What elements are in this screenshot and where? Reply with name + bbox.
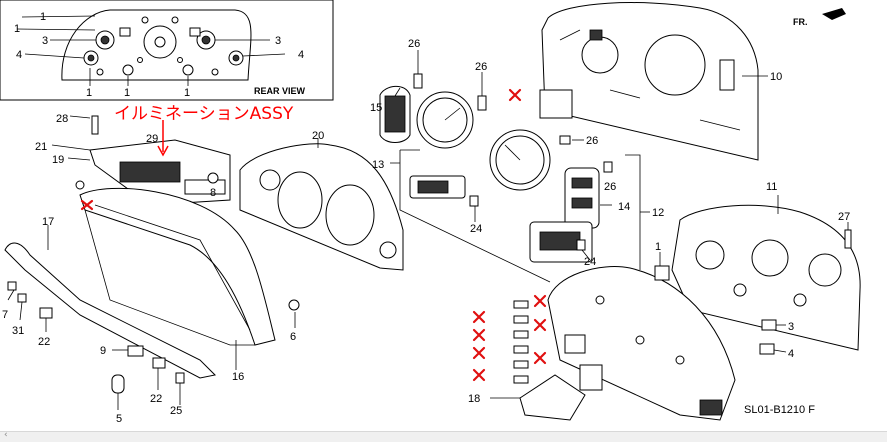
fuel-temp-gauge-unit — [529, 221, 593, 263]
label-29: 29 — [146, 133, 158, 145]
part-7-clip — [7, 281, 17, 291]
label-25: 25 — [170, 405, 182, 417]
part-6-knob — [288, 299, 300, 311]
part-12-board — [547, 266, 736, 421]
part-9-pad — [127, 345, 144, 357]
part-22a-pad — [39, 307, 53, 319]
label-27: 27 — [838, 211, 850, 223]
label-15: 15 — [370, 102, 382, 114]
label-26: 26 — [408, 38, 420, 50]
label-12: 12 — [652, 207, 664, 219]
label-1: 1 — [124, 87, 130, 99]
part-26d-screw — [603, 161, 613, 173]
part-28-screw — [91, 115, 99, 135]
label-22: 22 — [38, 336, 50, 348]
part-19-light-guide — [89, 139, 231, 206]
part-10-housing — [541, 2, 759, 161]
label-24: 24 — [470, 223, 482, 235]
part-1-bulb — [654, 265, 670, 281]
label-1: 1 — [40, 11, 46, 23]
label-17: 17 — [42, 216, 54, 228]
label-21: 21 — [35, 141, 47, 153]
label-31: 31 — [12, 325, 24, 337]
rear-view-frame — [0, 0, 334, 101]
part-24b-screw — [576, 239, 586, 251]
label-26: 26 — [586, 135, 598, 147]
removed-part — [539, 89, 573, 119]
label-3: 3 — [788, 321, 794, 333]
label-1: 1 — [655, 241, 661, 253]
label-4: 4 — [16, 49, 22, 61]
label-26: 26 — [475, 61, 487, 73]
label-20: 20 — [312, 130, 324, 142]
label-7: 7 — [2, 309, 8, 321]
part-26a-screw — [413, 73, 423, 89]
part-31-clip — [17, 293, 27, 303]
horizontal-scrollbar[interactable] — [0, 431, 887, 442]
part-13-unit — [409, 175, 466, 199]
rear-view-label: REAR VIEW — [254, 86, 306, 96]
label-24: 24 — [584, 256, 596, 268]
bulb-sockets — [513, 300, 529, 384]
diagram-code: SL01-B1210 F — [744, 404, 815, 416]
front-label: FR. — [793, 17, 808, 27]
rear-view-cluster — [61, 9, 252, 81]
label-19: 19 — [52, 154, 64, 166]
label-10: 10 — [770, 71, 782, 83]
label-5: 5 — [116, 413, 122, 425]
label-28: 28 — [56, 113, 68, 125]
part-15-gauge — [379, 85, 411, 143]
part-27-screw — [844, 229, 852, 249]
part-17-trim — [4, 242, 217, 379]
label-14: 14 — [618, 201, 630, 213]
gauge-speedometer — [416, 91, 474, 149]
part-24a-screw — [469, 195, 479, 207]
part-16-lens — [79, 187, 276, 346]
label-1: 1 — [86, 87, 92, 99]
part-26c-screw — [559, 135, 571, 145]
part-22b-pad — [152, 357, 166, 369]
part-3-bulb — [761, 319, 777, 331]
label-3: 3 — [275, 35, 281, 47]
label-16: 16 — [232, 371, 244, 383]
illumination-assy-callout: イルミネーションASSY — [114, 104, 294, 124]
label-8: 8 — [210, 187, 216, 199]
part-11-circuit-board — [671, 204, 861, 351]
front-arrow-icon — [822, 8, 846, 20]
part-26b-screw — [477, 95, 487, 111]
part-14-motor — [564, 167, 600, 229]
label-6: 6 — [290, 331, 296, 343]
part-8a-bulb — [75, 180, 85, 190]
label-4: 4 — [298, 49, 304, 61]
label-3: 3 — [42, 35, 48, 47]
label-22: 22 — [150, 393, 162, 405]
part-5-bulb — [111, 374, 125, 394]
part-18-connector — [519, 364, 603, 421]
part-20-bezel — [239, 143, 404, 271]
label-1: 1 — [184, 87, 190, 99]
removed-part-marks — [80, 88, 547, 382]
part-25-screw — [175, 372, 185, 384]
label-4: 4 — [788, 348, 794, 360]
part-8-bulb — [207, 172, 219, 184]
label-1: 1 — [14, 23, 20, 35]
label-13: 13 — [372, 159, 384, 171]
scroll-left-icon[interactable]: ‹ — [4, 430, 8, 440]
label-18: 18 — [468, 393, 480, 405]
label-26: 26 — [604, 181, 616, 193]
gauge-tachometer — [489, 129, 551, 191]
part-4-bulb — [759, 343, 775, 355]
label-9: 9 — [100, 345, 106, 357]
label-11: 11 — [766, 181, 777, 193]
